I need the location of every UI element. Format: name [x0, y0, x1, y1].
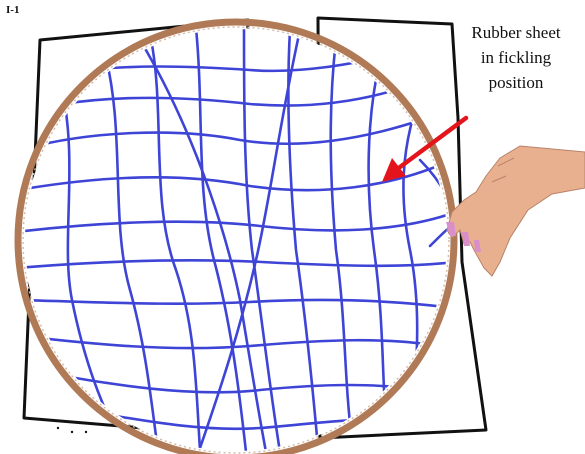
figure-label: I-1 — [6, 4, 19, 16]
callout-label: Rubber sheet in fickling position — [448, 20, 584, 95]
hand-pressing-icon — [446, 146, 585, 276]
dot-marks — [57, 427, 87, 433]
callout-line-3: position — [448, 70, 584, 95]
callout-line-2: in fickling — [448, 45, 584, 70]
callout-line-1: Rubber sheet — [448, 20, 584, 45]
